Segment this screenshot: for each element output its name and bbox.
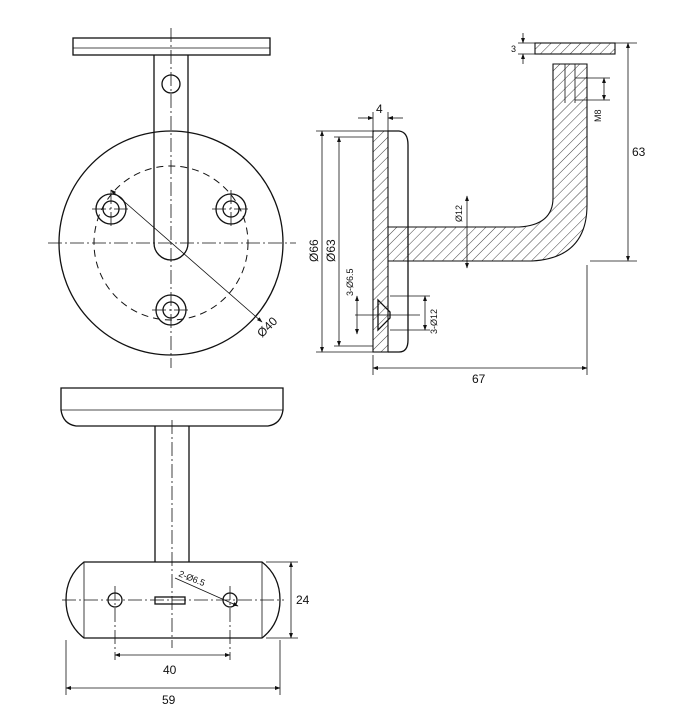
counterbore-label: 3-Ø12 (429, 309, 439, 334)
hole-spacing-label: 40 (163, 663, 177, 677)
thread-label: M8 (593, 109, 603, 122)
depth-label: 67 (472, 372, 486, 386)
saddle-plate (72, 37, 271, 56)
overall-height-label: 63 (632, 145, 646, 159)
base-width-label: 59 (162, 693, 176, 707)
inner-diameter-label: Ø63 (324, 239, 338, 262)
section-view: Ø12 3 M8 63 4 Ø66 Ø63 3-Ø6.5 (307, 33, 646, 386)
disc-profile (60, 387, 284, 427)
top-thickness-label: 3 (511, 44, 516, 54)
plate-thickness-label: 4 (376, 102, 383, 116)
wall-plate-rounded-back (388, 130, 409, 353)
base-height-label: 24 (296, 593, 310, 607)
plate-diameter-label: Ø66 (307, 239, 321, 262)
bolt-circle-label: Ø40 (254, 314, 280, 340)
front-view: Ø40 (48, 28, 296, 368)
bolt-circle-dimension-line (110, 189, 263, 323)
rod-diameter-label: Ø12 (454, 205, 464, 222)
saddle-section (534, 42, 616, 55)
countersunk-screw (377, 298, 391, 332)
arm-section (374, 63, 588, 262)
base-slot (154, 596, 186, 605)
holes-label: 3-Ø6.5 (345, 268, 355, 296)
wall-plate-section (372, 130, 389, 353)
bottom-view: 2-Ø6.5 24 40 59 (60, 387, 310, 707)
